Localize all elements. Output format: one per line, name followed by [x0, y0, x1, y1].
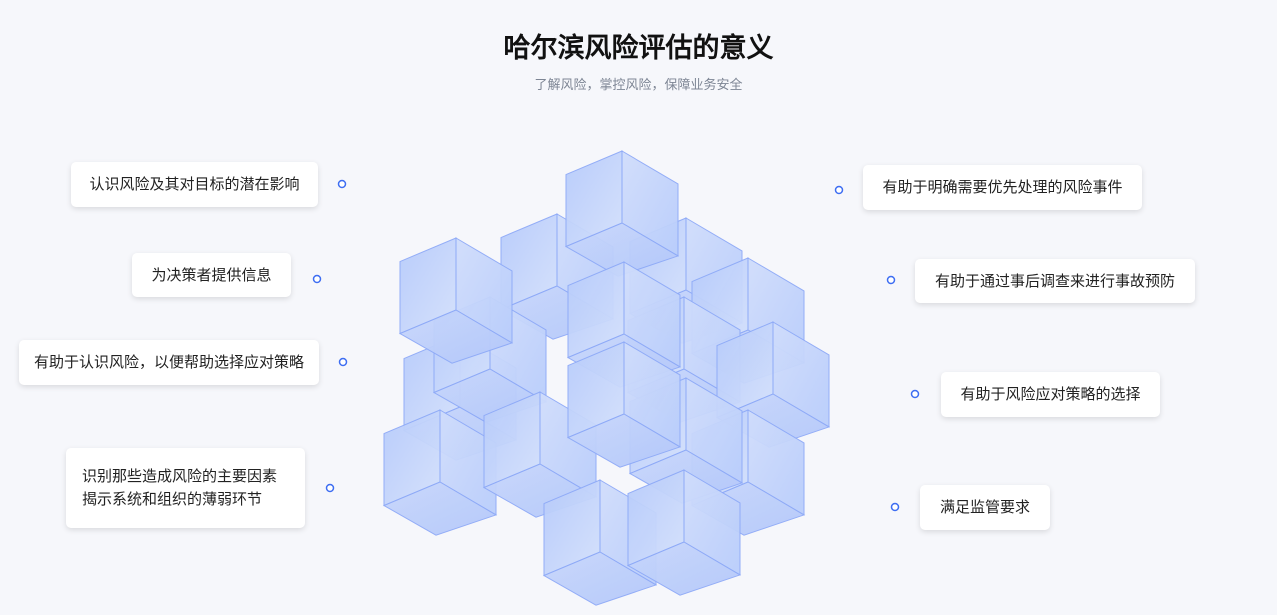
- cube: [566, 341, 682, 468]
- connector-dot-icon: [890, 502, 900, 512]
- left-item-3: 有助于认识风险，以便帮助选择应对策略: [19, 340, 319, 385]
- left-item-1: 认识风险及其对目标的潜在影响: [71, 162, 318, 207]
- item-text: 满足监管要求: [939, 498, 1030, 516]
- connector-dot-icon: [325, 483, 335, 493]
- item-text: 为决策者提供信息: [151, 265, 272, 284]
- connector-dot-icon: [834, 185, 844, 195]
- connector-dot-icon: [886, 275, 896, 285]
- item-text: 有助于通过事后调查来进行事故预防: [934, 271, 1175, 290]
- item-text: 有助于风险应对策略的选择: [960, 385, 1141, 403]
- cube: [398, 237, 514, 364]
- connector-dot-icon: [910, 389, 920, 399]
- right-item-1: 有助于明确需要优先处理的风险事件: [863, 165, 1142, 210]
- left-item-2: 为决策者提供信息: [132, 253, 291, 297]
- cube: [715, 321, 831, 448]
- right-item-4: 满足监管要求: [920, 485, 1050, 530]
- page-title: 哈尔滨风险评估的意义: [503, 33, 774, 64]
- right-item-2: 有助于通过事后调查来进行事故预防: [915, 259, 1195, 303]
- cube: [564, 150, 680, 277]
- item-text: 有助于认识风险，以便帮助选择应对策略: [33, 353, 304, 371]
- item-text: 识别那些造成风险的主要因素: [82, 467, 278, 485]
- item-text: 有助于明确需要优先处理的风险事件: [882, 178, 1123, 196]
- connectors: [312, 179, 920, 512]
- cube-cluster-illustration: [382, 150, 831, 606]
- item-text: 认识风险及其对目标的潜在影响: [89, 175, 300, 193]
- left-item-4: 识别那些造成风险的主要因素揭示系统和组织的薄弱环节: [66, 448, 305, 528]
- cube: [626, 469, 742, 596]
- item-text: 揭示系统和组织的薄弱环节: [82, 490, 263, 508]
- right-item-3: 有助于风险应对策略的选择: [941, 372, 1160, 417]
- cube: [382, 409, 498, 536]
- connector-dot-icon: [338, 357, 348, 367]
- page-subtitle: 了解风险，掌控风险，保障业务安全: [534, 78, 743, 93]
- connector-dot-icon: [312, 274, 322, 284]
- connector-dot-icon: [337, 179, 347, 189]
